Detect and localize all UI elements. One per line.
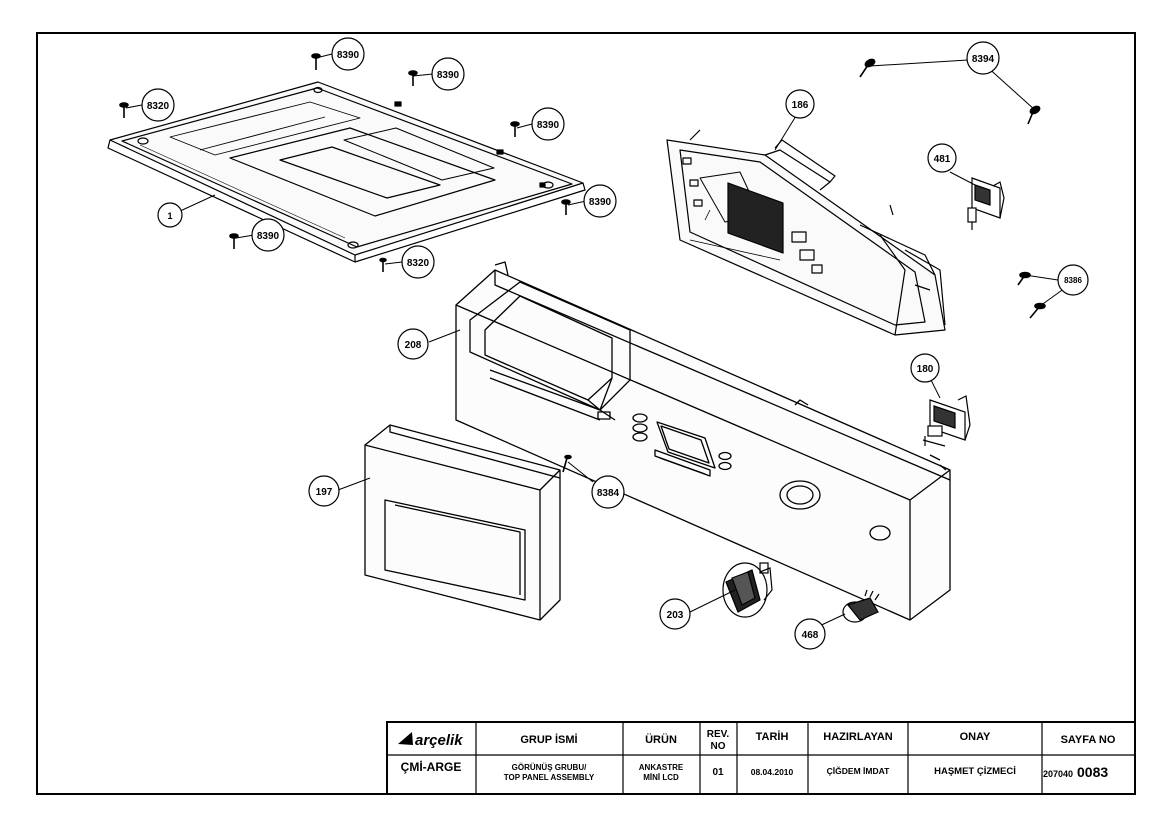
callout-label: 8384 <box>597 488 620 499</box>
callout-180: 180 <box>910 353 940 383</box>
title-block: arçelik ÇMİ-ARGE GRUP İSMİ GÖRÜNÜŞ GRUBU… <box>386 721 1136 795</box>
front-control-panel <box>455 261 951 621</box>
page-header: SAYFA NO <box>1061 734 1116 746</box>
callout-label: 8390 <box>337 50 360 61</box>
callout-label: 208 <box>405 340 422 351</box>
logo-mark-icon <box>398 732 413 745</box>
callout-1: 1 <box>157 202 183 228</box>
screw-icon <box>408 70 418 86</box>
product-line2: MİNİ LCD <box>643 773 679 782</box>
small-button <box>842 589 880 623</box>
callout-label: 8320 <box>407 258 430 269</box>
department-label: ÇMİ-ARGE <box>401 759 462 774</box>
callout-label: 8390 <box>537 120 560 131</box>
callout-8390-c: 8390 <box>531 107 565 141</box>
page-number: 0083 <box>1077 764 1108 780</box>
callout-8386: 8386 <box>1057 264 1089 296</box>
page-prefix: 207040 <box>1043 769 1073 779</box>
screws <box>119 53 1046 473</box>
callout-label: 203 <box>667 610 684 621</box>
callout-8390-b: 8390 <box>431 57 465 91</box>
callout-label: 1 <box>167 211 172 221</box>
screw-icon <box>1027 105 1041 125</box>
callout-8384: 8384 <box>591 475 625 509</box>
rev-header-line2: NO <box>711 741 726 752</box>
screw-icon <box>119 102 129 118</box>
callout-468: 468 <box>794 618 826 650</box>
screw-icon <box>311 53 321 70</box>
callout-label: 468 <box>802 630 819 641</box>
arcelik-logo: arçelik <box>398 732 463 749</box>
screw-icon <box>561 199 571 215</box>
group-header: GRUP İSMİ <box>520 733 577 746</box>
callout-label: 197 <box>316 487 333 498</box>
callout-label: 8390 <box>437 70 460 81</box>
callout-8320-a: 8320 <box>141 88 175 122</box>
callout-8320-b: 8320 <box>401 245 435 279</box>
callout-481: 481 <box>927 143 957 173</box>
product-header: ÜRÜN <box>645 733 677 746</box>
product-line1: ANKASTRE <box>639 763 684 772</box>
callout-label: 186 <box>792 100 809 111</box>
screw-icon <box>1017 271 1031 286</box>
rev-header-line1: REV. <box>707 729 730 740</box>
callout-label: 481 <box>934 154 951 165</box>
callout-203: 203 <box>659 598 691 630</box>
screw-icon <box>229 233 239 249</box>
callout-label: 8390 <box>589 197 612 208</box>
prepared-value: ÇİĞDEM İMDAT <box>827 765 890 776</box>
screw-icon <box>859 58 876 78</box>
callout-label: 180 <box>917 364 934 375</box>
date-header: TARİH <box>756 730 789 743</box>
callout-186: 186 <box>785 89 815 119</box>
prepared-header: HAZIRLAYAN <box>823 731 893 743</box>
approval-value: HAŞMET ÇİZMECİ <box>934 766 1016 777</box>
drawer-handle <box>364 424 561 621</box>
callout-label: 8386 <box>1064 276 1082 285</box>
group-line1: GÖRÜNÜŞ GRUBU/ <box>512 763 587 772</box>
program-knob <box>722 562 773 618</box>
brand-name: arçelik <box>415 732 463 749</box>
callout-8390-d: 8390 <box>583 184 617 218</box>
callout-208: 208 <box>397 328 429 360</box>
group-line2: TOP PANEL ASSEMBLY <box>504 773 595 782</box>
leader-lines <box>125 53 1066 629</box>
callout-label: 8320 <box>147 101 170 112</box>
approval-header: ONAY <box>960 731 991 743</box>
switch-180 <box>922 395 971 447</box>
rev-value: 01 <box>712 767 724 778</box>
screw-icon <box>379 257 387 272</box>
date-value: 08.04.2010 <box>751 767 794 777</box>
control-pcb-assembly <box>666 129 946 336</box>
switch-481 <box>967 177 1005 230</box>
callout-197: 197 <box>308 475 340 507</box>
callout-8390-e: 8390 <box>251 218 285 252</box>
callout-label: 8394 <box>972 54 995 65</box>
screw-icon <box>562 454 572 473</box>
callout-label: 8390 <box>257 231 280 242</box>
callout-8390-a: 8390 <box>331 37 365 71</box>
screw-icon <box>1029 302 1046 319</box>
callout-8394: 8394 <box>966 41 1000 75</box>
screw-icon <box>510 121 520 137</box>
top-cover-plate <box>107 81 586 263</box>
